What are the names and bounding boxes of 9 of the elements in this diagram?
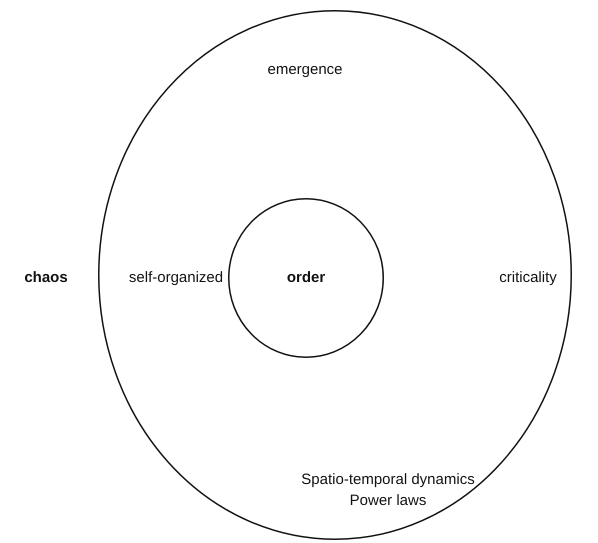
concept-label: Spatio-temporal dynamics: [301, 471, 475, 489]
concept-label: criticality: [499, 269, 557, 287]
region-label: chaos: [24, 269, 68, 287]
concept-label: order: [286, 269, 326, 287]
inner-circle: [228, 198, 384, 358]
concept-label: Power laws: [350, 492, 426, 510]
outer-circle: [98, 10, 572, 540]
concept-label: emergence: [267, 61, 343, 79]
concept-label: self-organized: [128, 269, 224, 287]
